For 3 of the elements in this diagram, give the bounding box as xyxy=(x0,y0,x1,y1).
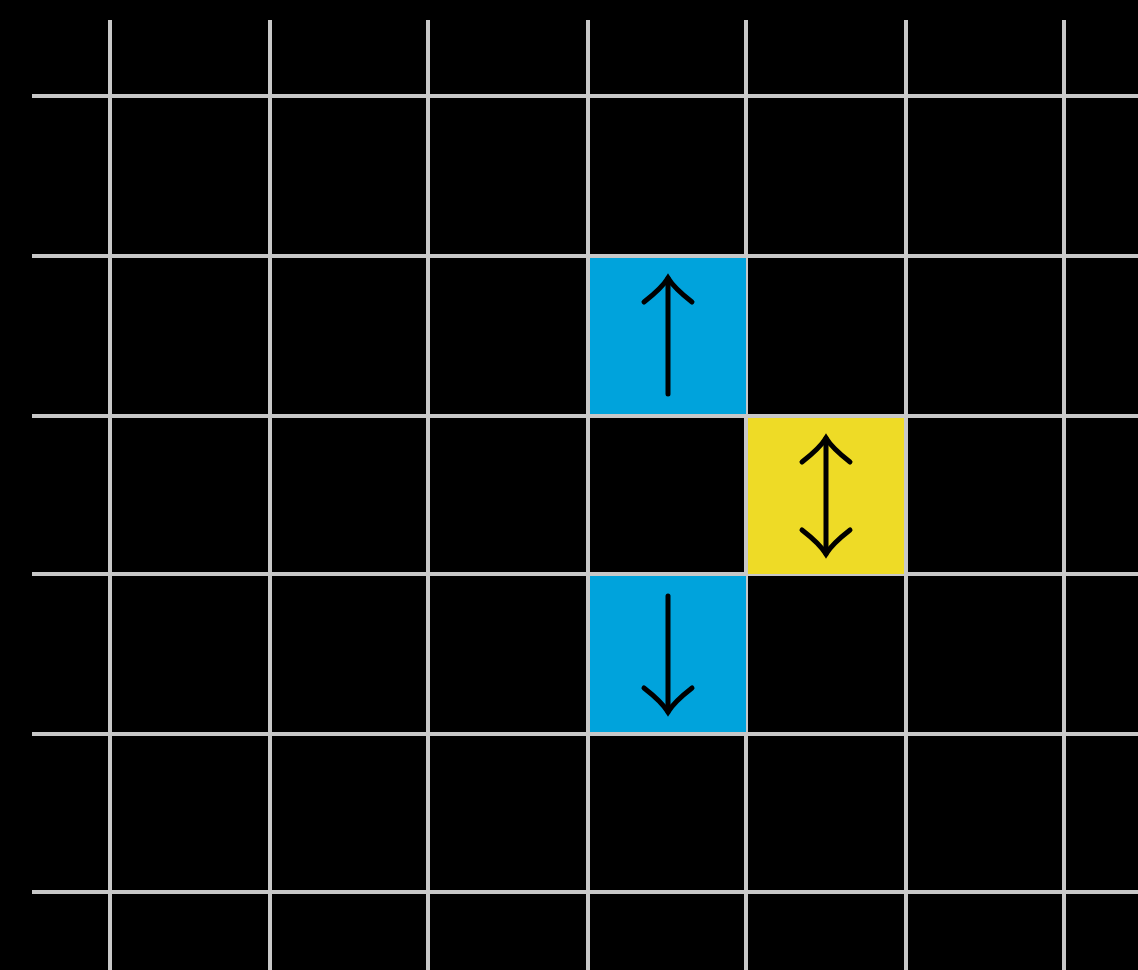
colored-square xyxy=(748,418,904,574)
colored-square xyxy=(590,576,746,732)
colored-square xyxy=(590,258,746,414)
